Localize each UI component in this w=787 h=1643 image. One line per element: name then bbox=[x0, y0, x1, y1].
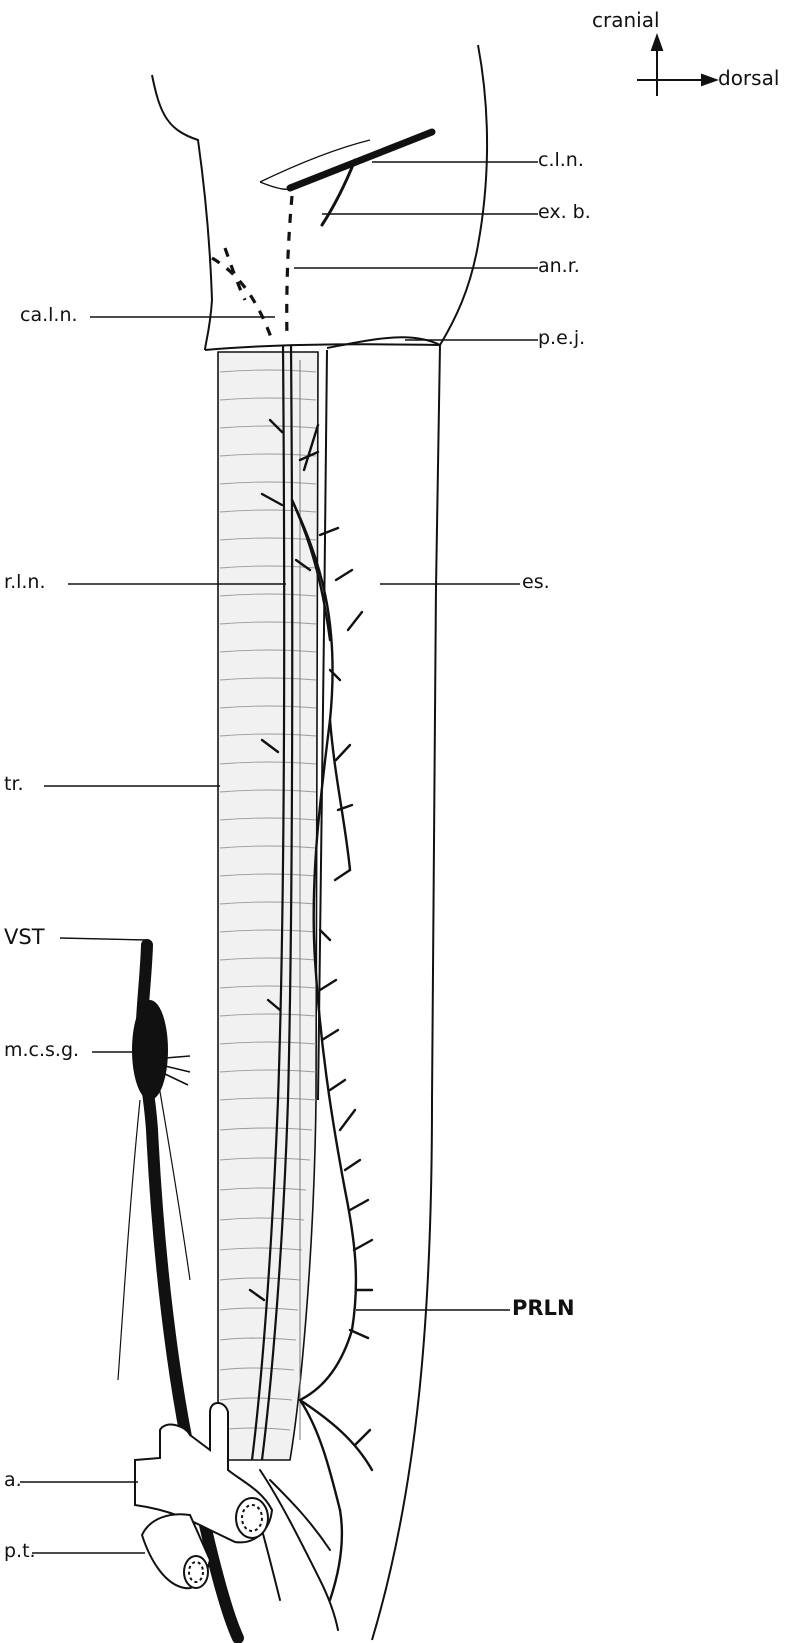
lower-branches bbox=[250, 1470, 338, 1630]
label-middle-cervical-sympathetic-ganglion: m.c.s.g. bbox=[4, 1041, 79, 1060]
label-external-branch: ex. b. bbox=[538, 203, 591, 222]
orientation-axes-icon bbox=[637, 36, 716, 96]
esophagus-outline bbox=[318, 345, 440, 1640]
label-esophagus: es. bbox=[522, 573, 550, 592]
orientation-cranial-label: cranial bbox=[592, 10, 660, 30]
label-pulmonary-trunk: p.t. bbox=[4, 1542, 36, 1561]
cranial-laryngeal-nerve bbox=[260, 132, 432, 225]
label-anastomotic-ramus: an.r. bbox=[538, 257, 580, 276]
label-trachea: tr. bbox=[4, 775, 24, 794]
label-pararecurrent-laryngeal-nerve: PRLN bbox=[512, 1298, 575, 1319]
label-pharyngoesophageal-junction: p.e.j. bbox=[538, 329, 585, 348]
label-cranial-laryngeal-nerve: c.l.n. bbox=[538, 151, 584, 170]
label-recurrent-laryngeal-nerve: r.l.n. bbox=[4, 573, 46, 592]
label-aorta: a. bbox=[4, 1471, 22, 1490]
pharynx-outline bbox=[152, 45, 487, 350]
dashed-nerves bbox=[212, 196, 292, 340]
label-caudal-laryngeal-nerve: ca.l.n. bbox=[20, 306, 78, 325]
label-vagosympathetic-trunk: VST bbox=[4, 927, 45, 948]
orientation-dorsal-label: dorsal bbox=[718, 68, 779, 88]
